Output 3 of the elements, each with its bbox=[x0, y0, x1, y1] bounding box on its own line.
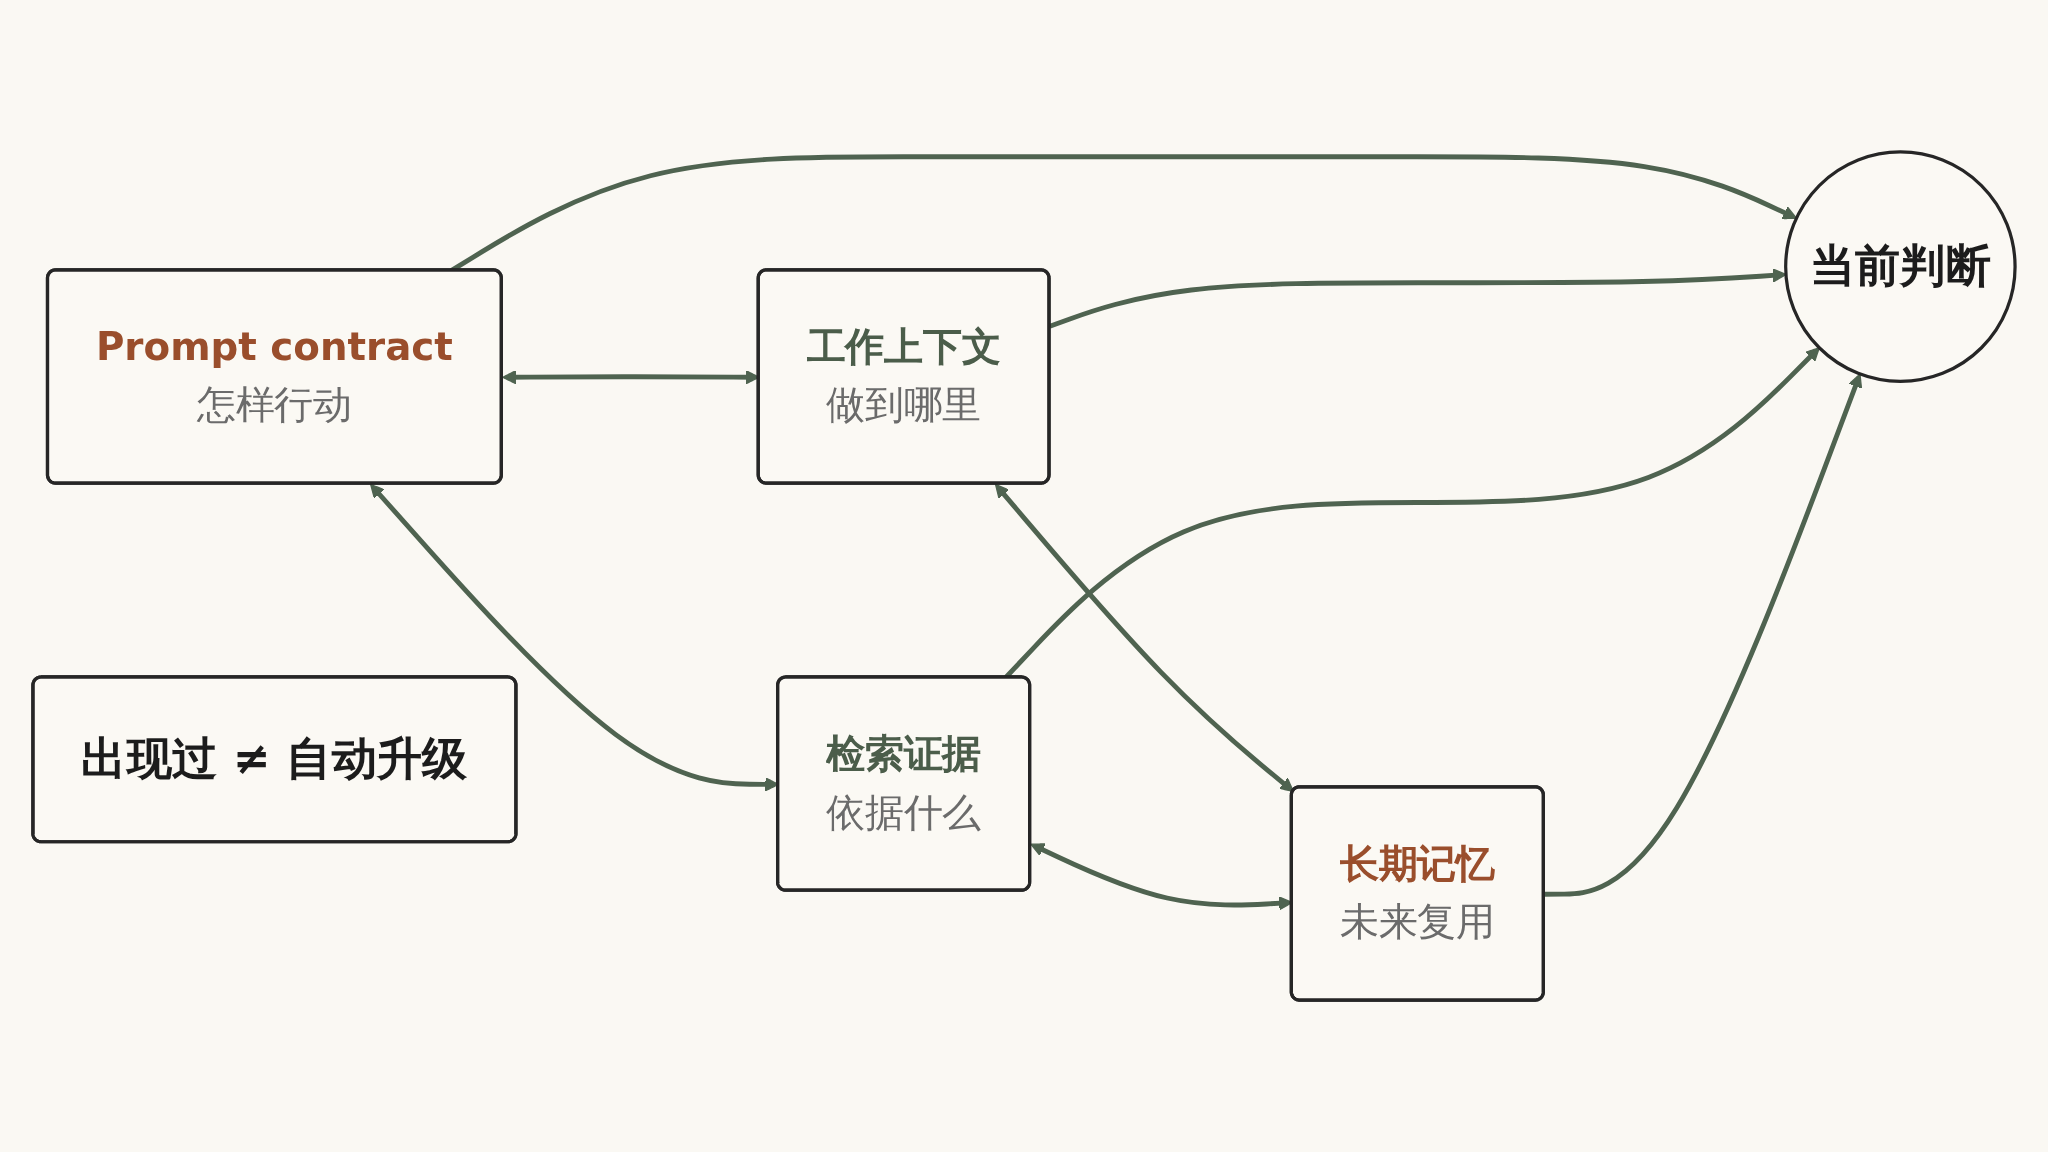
node-circle: 当前判断 bbox=[1784, 150, 2017, 383]
arrow bbox=[994, 483, 1294, 793]
arrow bbox=[1544, 373, 1863, 897]
